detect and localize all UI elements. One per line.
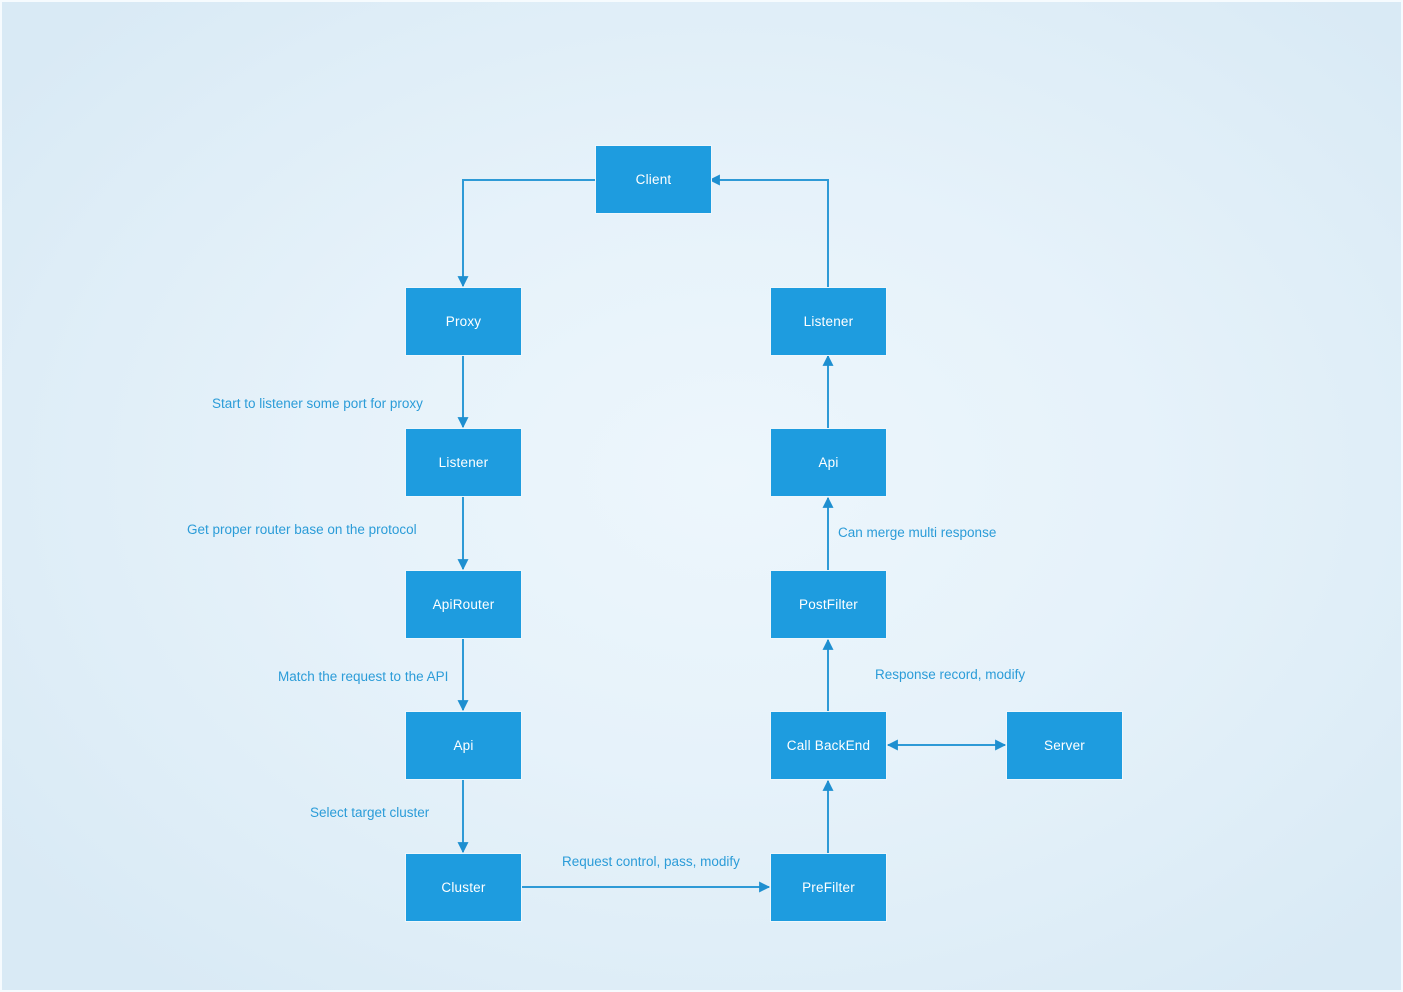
node-proxy: Proxy — [405, 287, 522, 356]
edge-label-cluster-to-prefilter: Request control, pass, modify — [562, 854, 740, 869]
node-api-left: Api — [405, 711, 522, 780]
edge-label-api-to-cluster: Select target cluster — [310, 805, 430, 820]
edge-label-proxy-to-listener: Start to listener some port for proxy — [212, 396, 423, 411]
node-listener-right: Listener — [770, 287, 887, 356]
node-client: Client — [595, 145, 712, 214]
node-call-backend: Call BackEnd — [770, 711, 887, 780]
node-apirouter: ApiRouter — [405, 570, 522, 639]
edge-listener-to-client — [708, 174, 829, 287]
edge-label-listener-to-apirouter: Get proper router base on the protocol — [187, 522, 417, 537]
node-cluster: Cluster — [405, 853, 522, 922]
node-prefilter: PreFilter — [770, 853, 887, 922]
node-server: Server — [1006, 711, 1123, 780]
edge-label-postfilter-to-api: Can merge multi response — [838, 525, 997, 540]
node-listener-left: Listener — [405, 428, 522, 497]
node-api-right: Api — [770, 428, 887, 497]
edge-label-callbackend-to-postfilter: Response record, modify — [875, 667, 1026, 682]
node-postfilter: PostFilter — [770, 570, 887, 639]
edge-label-apirouter-to-api: Match the request to the API — [278, 669, 449, 684]
edge-client-to-proxy — [457, 179, 595, 288]
